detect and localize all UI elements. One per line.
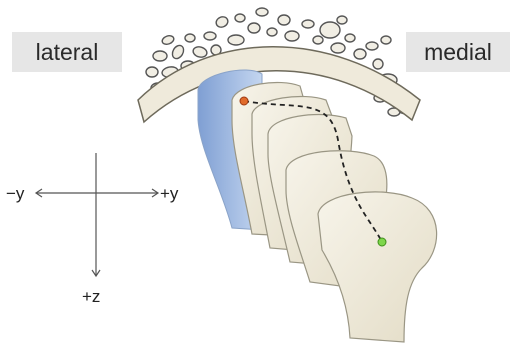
axis-label-pos-z: +z <box>82 287 100 307</box>
bone-slices <box>232 82 437 342</box>
end-point <box>378 238 386 246</box>
start-point <box>240 97 248 105</box>
axis-label-pos-y: +y <box>160 184 178 204</box>
medial-label: medial <box>406 32 510 72</box>
bone-slice-5 <box>318 192 437 342</box>
axis-label-neg-y: −y <box>6 184 24 204</box>
lateral-label: lateral <box>12 32 122 72</box>
axis-arrows <box>36 153 158 276</box>
